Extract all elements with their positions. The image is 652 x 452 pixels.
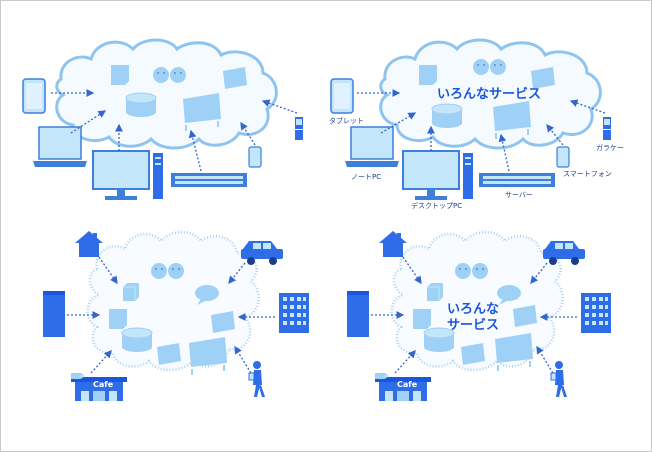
services-label-line1: いろんな [447, 302, 499, 317]
smartphone-icon [248, 146, 262, 168]
board-icon [188, 336, 228, 376]
desktop-icon [402, 150, 474, 201]
cube-icon [426, 282, 444, 302]
office-tower-icon [43, 291, 65, 337]
arrows [357, 89, 606, 172]
office-tower-icon [347, 291, 369, 337]
arrows [67, 256, 275, 374]
feature-phone-icon [603, 117, 611, 140]
panel-bottom-right: いろんな サービス Cafe [347, 230, 611, 402]
server-icon [479, 173, 555, 187]
document-icon [419, 65, 437, 85]
tablet-label: タブレット [329, 116, 364, 125]
document-icon [111, 65, 129, 85]
cafe-sign: Cafe [397, 380, 418, 389]
notebook-label: ノートPC [351, 173, 381, 181]
building-icon [279, 293, 309, 333]
notebook-icon [32, 126, 88, 168]
server-icon [171, 173, 247, 187]
cloud-shape [55, 38, 278, 150]
cafe-sign: Cafe [93, 380, 114, 389]
smartphone-icon [556, 146, 570, 168]
panel-top-left [22, 38, 303, 201]
database-icon [431, 103, 463, 129]
feature-phone-icon [295, 117, 303, 140]
services-label: いろんなサービス [437, 86, 541, 102]
smartphone-label: スマートフォン [563, 170, 612, 178]
document-icon [109, 309, 127, 329]
house-icon [379, 231, 407, 257]
document-icon [413, 309, 431, 329]
desktop-label: デスクトップPC [411, 201, 462, 210]
notebook-icon [344, 126, 400, 168]
arrows [51, 89, 298, 172]
arrows [371, 256, 577, 374]
services-label-line2: サービス [447, 317, 499, 333]
feature-phone-label: ガラケー [596, 143, 624, 152]
house-icon [75, 231, 103, 257]
car-icon [543, 241, 585, 265]
car-icon [241, 241, 283, 265]
tablet-icon [22, 78, 46, 114]
panel-bottom-left: Cafe [43, 230, 309, 402]
cube-icon [122, 282, 140, 302]
person-icon [550, 360, 568, 398]
panel-top-right: いろんなサービス タブレット ノートPC デスクトップPC サーバー スマートフ… [329, 38, 624, 210]
building-icon [581, 293, 611, 333]
tablet-icon [330, 78, 354, 114]
database-icon [125, 92, 157, 118]
person-icon [248, 360, 266, 398]
desktop-icon [92, 150, 164, 201]
server-label: サーバー [505, 191, 533, 199]
database-icon [121, 327, 153, 353]
